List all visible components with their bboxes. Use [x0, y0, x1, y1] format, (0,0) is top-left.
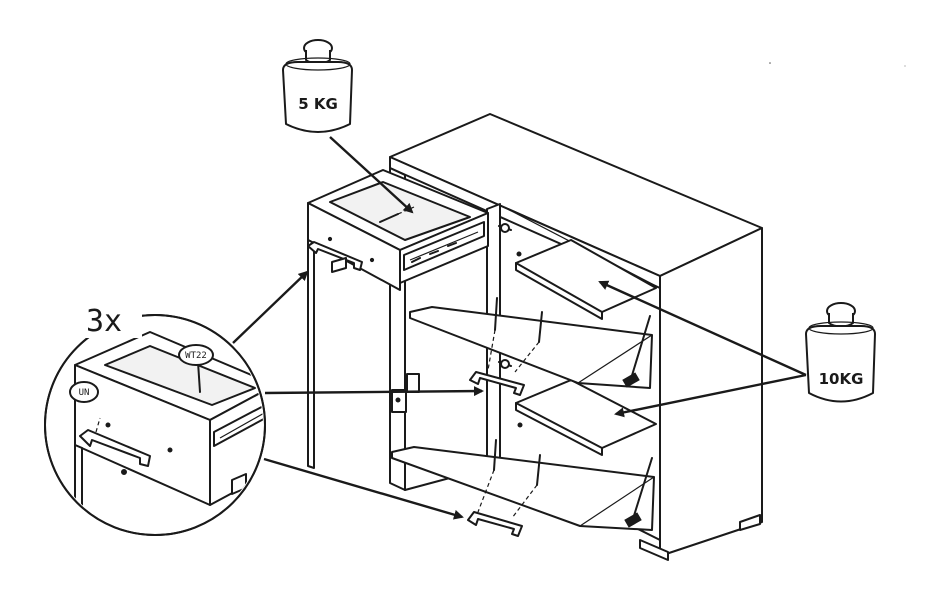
- weight-10kg-icon: 10KG: [805, 302, 876, 403]
- part-tag-un-label: UN: [79, 388, 90, 398]
- cabinet: [389, 113, 763, 561]
- door-screws: [477, 297, 543, 519]
- detail-arrow-upper-handle: [264, 386, 484, 397]
- quantity-label: 3x: [86, 304, 122, 339]
- flap-door-upper: [409, 306, 653, 389]
- drawer: [307, 169, 489, 469]
- detail-arrow-drawer: [232, 270, 309, 344]
- weight-5kg-label: 5 KG: [298, 95, 338, 113]
- load-arrows: [329, 136, 807, 418]
- hinge-hardware: [391, 223, 512, 413]
- speck: [904, 65, 906, 67]
- part-tag-un: UN: [69, 381, 99, 403]
- flap-door-lower: [391, 446, 655, 531]
- weight-10kg-label: 10KG: [819, 370, 864, 388]
- part-tag-wt22-label: WT22: [185, 351, 207, 361]
- detail-callout: 3x UN WT22: [44, 270, 484, 536]
- door-handle-upper: [469, 371, 525, 396]
- part-tag-wt22: WT22: [178, 344, 214, 366]
- speck: [769, 62, 771, 64]
- door-handle-lower: [467, 511, 523, 537]
- detail-arrow-lower-handle: [263, 457, 464, 520]
- weight-5kg-icon: 5 KG: [282, 39, 353, 133]
